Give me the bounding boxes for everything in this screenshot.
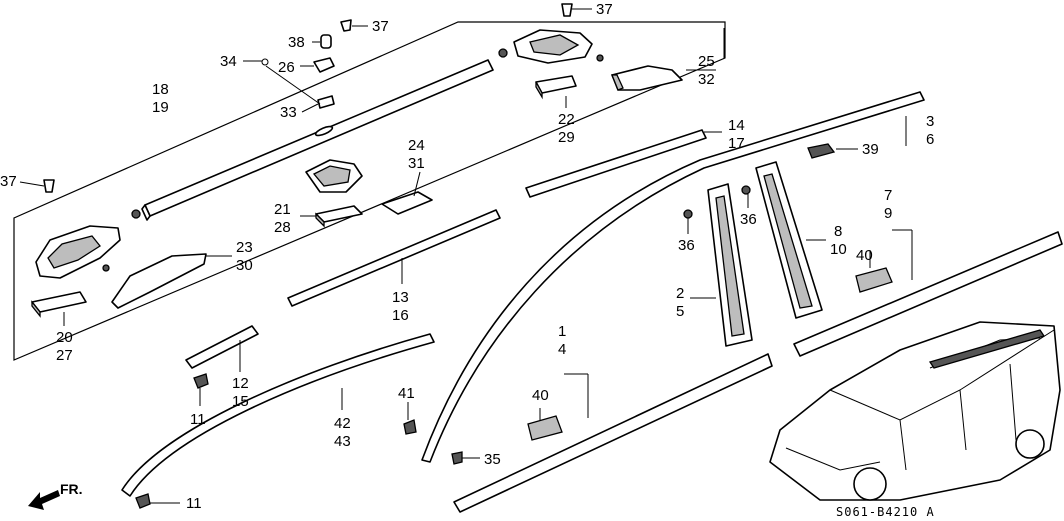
- fastener-37-left: [43, 179, 55, 193]
- clip-40b: [527, 415, 563, 441]
- rear-leg-pad: [535, 75, 577, 100]
- front-rail-leg: [35, 209, 141, 279]
- clip-41: [403, 419, 417, 435]
- clip-36a: [683, 209, 693, 219]
- label-37-right: 37: [596, 1, 613, 18]
- drip-molding-14: [525, 129, 707, 198]
- label-3: 3: [926, 113, 934, 130]
- rear-rail-leg: [498, 29, 593, 64]
- label-22: 22: [558, 111, 575, 128]
- label-24: 24: [408, 137, 425, 154]
- label-17: 17: [728, 135, 745, 152]
- label-9: 9: [884, 205, 892, 222]
- clip-11: [193, 373, 209, 389]
- end-cap-12: [185, 325, 259, 369]
- fastener-37-right: [561, 3, 573, 17]
- screw: [596, 54, 604, 62]
- clip-11b: [135, 493, 151, 509]
- label-1: 1: [558, 323, 566, 340]
- label-32: 32: [698, 71, 715, 88]
- label-25: 25: [698, 53, 715, 70]
- clip-36b: [741, 185, 751, 195]
- roof-rail: [141, 59, 494, 221]
- front-leg-pad: [31, 291, 87, 318]
- label-29: 29: [558, 129, 575, 146]
- label-40-right: 40: [856, 247, 873, 264]
- label-11-lower: 11: [186, 495, 202, 512]
- label-39: 39: [862, 141, 879, 158]
- car-illustration: [769, 321, 1061, 501]
- label-36-left: 36: [678, 237, 695, 254]
- label-30: 30: [236, 257, 253, 274]
- center-pad: [315, 205, 363, 228]
- label-20: 20: [56, 329, 73, 346]
- direction-label: FR.: [60, 481, 83, 497]
- label-8: 8: [834, 223, 842, 240]
- label-38: 38: [288, 34, 305, 51]
- label-37-left: 37: [0, 173, 17, 190]
- front-leg-cover: [111, 253, 207, 309]
- label-12: 12: [232, 375, 249, 392]
- label-37-top: 37: [372, 18, 389, 35]
- label-41: 41: [398, 385, 415, 402]
- fastener-37-top: [340, 19, 352, 32]
- door-pillar-2-inner: [715, 195, 745, 337]
- side-molding-42: [121, 333, 435, 497]
- diagram-code: S061-B4210 A: [836, 505, 935, 519]
- label-7: 7: [884, 187, 892, 204]
- center-cap: [381, 191, 433, 215]
- roof-molding: [421, 91, 925, 463]
- label-16: 16: [392, 307, 409, 324]
- clip-39: [807, 143, 836, 159]
- fastener-38: [320, 34, 332, 49]
- leader-lines: [19, 8, 913, 504]
- rear-leg-cover: [611, 65, 683, 91]
- label-42: 42: [334, 415, 351, 432]
- label-13: 13: [392, 289, 409, 306]
- roof-rack-group-outline: [13, 21, 726, 361]
- fastener-33: [317, 95, 335, 109]
- label-18: 18: [152, 81, 169, 98]
- label-19: 19: [152, 99, 169, 116]
- label-31: 31: [408, 155, 425, 172]
- label-11-upper: 11: [190, 411, 206, 428]
- clip-40a: [855, 267, 893, 293]
- label-33: 33: [280, 104, 297, 121]
- label-40-lower: 40: [532, 387, 549, 404]
- front-door-molding: [453, 353, 773, 513]
- label-14: 14: [728, 117, 745, 134]
- label-34: 34: [220, 53, 237, 70]
- label-27: 27: [56, 347, 73, 364]
- front-direction-arrow: FR.: [28, 481, 83, 510]
- label-6: 6: [926, 131, 934, 148]
- label-26: 26: [278, 59, 295, 76]
- label-10: 10: [830, 241, 847, 258]
- rear-door-molding: [793, 231, 1063, 357]
- label-15: 15: [232, 393, 249, 410]
- fastener-26: [313, 57, 335, 73]
- label-23: 23: [236, 239, 253, 256]
- label-36-right: 36: [740, 211, 757, 228]
- label-43: 43: [334, 433, 351, 450]
- drip-molding-13: [287, 209, 501, 307]
- label-21: 21: [274, 201, 291, 218]
- label-35: 35: [484, 451, 501, 468]
- label-4: 4: [558, 341, 566, 358]
- clip-35: [451, 451, 463, 465]
- bolt-34: [261, 58, 269, 66]
- center-bracket: [305, 159, 363, 193]
- label-28: 28: [274, 219, 291, 236]
- door-pillar-8-inner: [763, 173, 813, 309]
- label-2: 2: [676, 285, 684, 302]
- label-5: 5: [676, 303, 684, 320]
